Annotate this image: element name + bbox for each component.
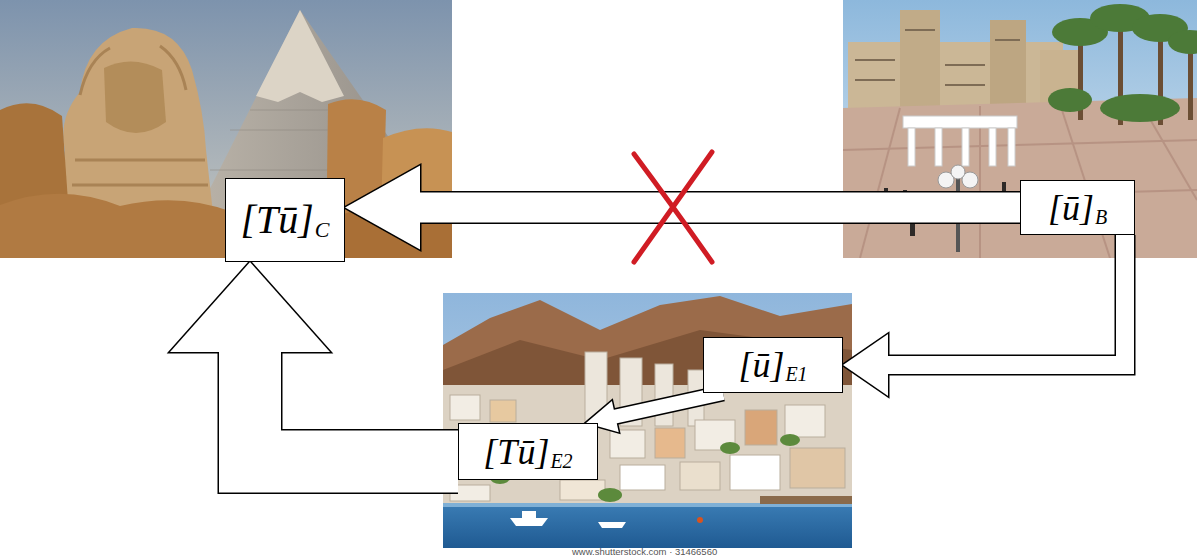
arrow-shaft-fill (250, 350, 458, 462)
arrowhead-fill (170, 262, 330, 352)
vector-expression: [ū] (738, 347, 784, 383)
basis-subscript: B (1095, 207, 1107, 227)
math-box: [ū]B (1020, 180, 1135, 235)
arrow-shaft-fill (613, 393, 723, 417)
arrow-shaft-outline (418, 191, 1020, 224)
arrowhead-outline (345, 166, 420, 250)
arrow-shaft-fill (886, 235, 1125, 365)
arrowhead-fill (843, 334, 888, 396)
arrow-shaft-outline (613, 393, 723, 417)
arrow-shaft-outline (250, 350, 458, 462)
basis-subscript: C (315, 219, 330, 241)
hollow-arrow (170, 262, 458, 462)
arrowhead-fill (345, 166, 420, 250)
math-box: [Tū]C (225, 178, 345, 262)
city-photo (443, 293, 852, 548)
basis-subscript: E2 (550, 451, 572, 471)
math-box: [Tū]E2 (458, 423, 598, 480)
vector-expression: [Tū] (483, 434, 549, 470)
basis-subscript: E1 (785, 364, 807, 384)
arrowhead-outline (843, 334, 888, 396)
arrowhead-outline (170, 262, 330, 352)
hollow-arrow (586, 393, 723, 432)
watermark: www.shutterstock.com · 31466560 (572, 546, 717, 557)
math-box: [ū]E1 (703, 337, 843, 393)
arrow-shaft-fill (418, 193, 1020, 223)
hollow-arrow (345, 166, 1020, 250)
arrow-shaft-outline (886, 235, 1125, 365)
cross-stroke (634, 152, 712, 262)
hollow-arrow (843, 235, 1125, 396)
vector-expression: [ū] (1048, 190, 1094, 226)
vector-expression: [Tū] (240, 200, 313, 240)
red-cross-mark (634, 152, 712, 262)
